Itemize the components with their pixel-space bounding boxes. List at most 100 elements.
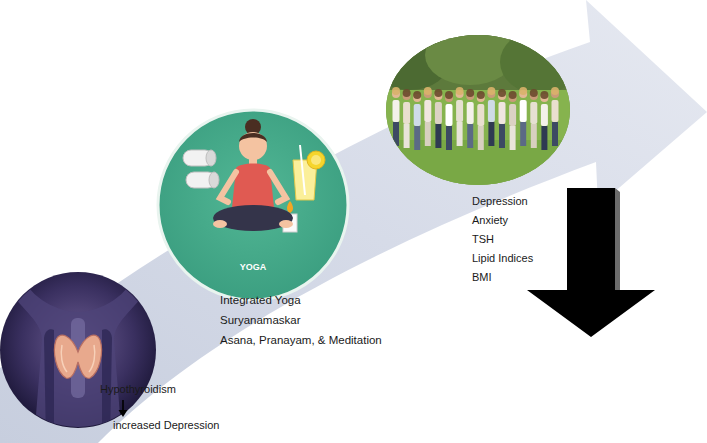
person-figure <box>445 91 453 150</box>
person-figure <box>499 102 506 124</box>
person-figure <box>540 91 548 150</box>
practice-label: Suryanamaskar <box>220 314 301 328</box>
person-figure <box>519 87 527 146</box>
person-figure <box>445 91 453 99</box>
meditating-woman <box>213 119 293 231</box>
meditating-woman <box>239 132 267 160</box>
person-figure <box>466 89 474 97</box>
lemonade-glass <box>293 145 325 200</box>
person-figure <box>466 89 474 148</box>
person-figure <box>488 122 494 146</box>
effect-label: increased Depression <box>113 419 219 432</box>
person-figure <box>530 102 537 124</box>
person-figure <box>531 124 537 148</box>
group-photo <box>370 25 580 190</box>
person-figure <box>540 91 548 99</box>
outcome-label: Anxiety <box>472 214 508 227</box>
person-figure <box>520 122 526 146</box>
person-figure <box>509 104 516 126</box>
person-figure <box>413 91 421 99</box>
person-figure <box>403 89 411 97</box>
thyroid-image <box>0 272 160 440</box>
person-figure <box>435 124 441 148</box>
person-figure <box>551 87 559 146</box>
outcome-label: BMI <box>472 271 492 284</box>
person-figure <box>499 124 505 148</box>
outcome-label: TSH <box>472 233 494 246</box>
meditating-woman <box>279 220 293 228</box>
practice-label: Integrated Yoga <box>220 294 301 308</box>
person-figure <box>467 124 473 148</box>
person-figure <box>467 102 474 124</box>
outcome-photo-circle: DepressionAnxietyTSHLipid IndicesBMI <box>386 35 570 185</box>
yoga-mat <box>209 172 219 188</box>
yoga-illustration <box>158 110 348 300</box>
person-figure <box>498 89 506 148</box>
person-figure <box>541 126 547 150</box>
person-figure <box>393 100 400 122</box>
group-photo <box>380 90 580 190</box>
meditating-woman <box>239 133 267 142</box>
yoga-illustration <box>158 110 348 300</box>
person-figure <box>509 91 517 150</box>
candle <box>287 201 293 213</box>
yoga-circle: YOGAIntegrated YogaSuryanamaskarAsana, P… <box>158 110 348 300</box>
meditating-woman <box>220 172 236 202</box>
person-figure <box>477 104 484 126</box>
group-photo <box>370 25 580 190</box>
person-figure <box>435 102 442 124</box>
person-figure <box>498 89 506 97</box>
outcome-label: Depression <box>472 195 528 208</box>
person-figure <box>541 104 548 126</box>
thyroid-image <box>61 345 67 372</box>
person-figure <box>414 126 420 150</box>
person-figure <box>487 87 495 95</box>
person-figure <box>434 89 442 148</box>
person-figure <box>446 104 453 126</box>
decrease-arrow <box>615 188 620 290</box>
person-figure <box>403 89 411 148</box>
yoga-caption: YOGA <box>240 262 267 273</box>
person-figure <box>414 104 421 126</box>
person-figure <box>413 91 421 150</box>
thyroid-image <box>44 329 54 440</box>
person-figure <box>456 87 464 95</box>
lemonade-glass <box>307 151 325 169</box>
condition-label: Hypothyroidism <box>100 383 176 396</box>
person-figure <box>478 126 484 150</box>
meditating-woman <box>213 205 293 231</box>
person-figure <box>509 91 517 99</box>
person-figure <box>456 100 463 122</box>
person-figure <box>519 87 527 95</box>
person-figure <box>392 87 400 95</box>
person-figure <box>477 91 485 150</box>
person-figure <box>552 100 559 122</box>
person-figure <box>530 89 538 148</box>
thyroid-image <box>0 272 160 440</box>
person-figure <box>424 87 432 146</box>
yoga-mat <box>183 150 219 188</box>
person-figure <box>392 87 400 146</box>
outcome-label: Lipid Indices <box>472 252 533 265</box>
person-figure <box>456 87 464 146</box>
person-figure <box>393 122 399 146</box>
lemonade-glass <box>311 155 321 165</box>
hypothyroid-arrow <box>119 410 128 417</box>
person-figure <box>520 100 527 122</box>
person-figure <box>488 100 495 122</box>
person-figure <box>530 89 538 97</box>
practice-label: Asana, Pranayam, & Meditation <box>220 334 382 348</box>
thyroid-image <box>54 335 101 378</box>
person-figure <box>403 102 410 124</box>
thyroid-circle: Hypothyroidismincreased Depression <box>0 272 156 428</box>
person-figure <box>434 89 442 97</box>
person-figure <box>424 100 431 122</box>
yoga-mat <box>206 150 216 166</box>
meditating-woman <box>270 172 286 202</box>
decrease-arrow <box>527 188 655 337</box>
person-figure <box>510 126 516 150</box>
thyroid-image <box>0 272 160 440</box>
person-figure <box>551 87 559 95</box>
